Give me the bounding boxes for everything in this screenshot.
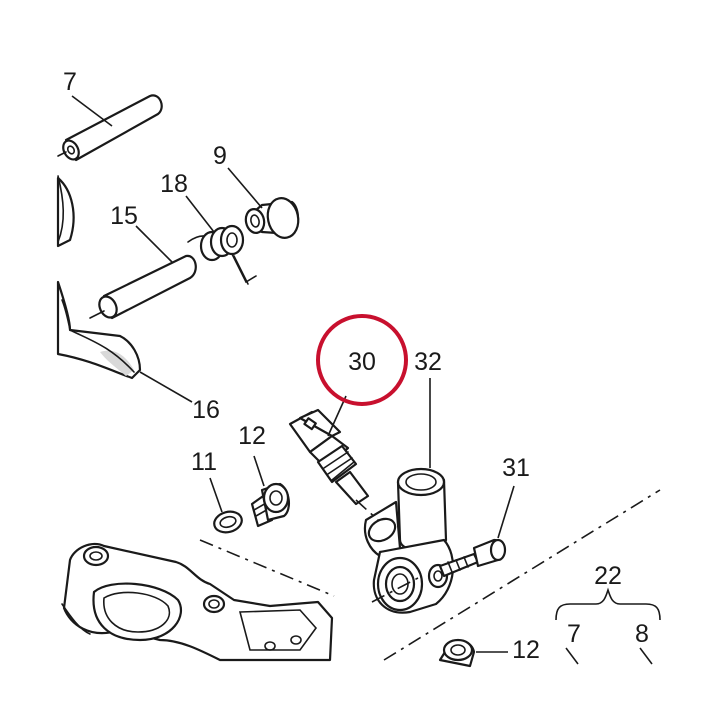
part-15-shaft <box>89 254 197 320</box>
part-11-oring <box>213 510 243 534</box>
callout-15: 15 <box>110 202 138 230</box>
callout-8: 8 <box>635 620 649 648</box>
callout-18: 18 <box>160 170 188 198</box>
part-30-sensor <box>288 408 370 506</box>
assembly-centerlines <box>199 489 661 661</box>
callout-30: 30 <box>348 348 376 376</box>
callout-7-lower: 7 <box>567 620 581 648</box>
callout-12-upper: 12 <box>238 422 266 450</box>
part-16-bracket <box>56 280 142 380</box>
cylinder-head-fragment <box>61 542 334 662</box>
callout-9: 9 <box>213 142 227 170</box>
part-9-bushing <box>244 197 300 239</box>
part-7-pin <box>57 94 163 162</box>
callout-16: 16 <box>192 396 220 424</box>
callout-32: 32 <box>414 348 442 376</box>
callout-11: 11 <box>191 448 217 476</box>
part-32-housing <box>363 467 455 614</box>
leader-lines <box>71 95 653 665</box>
callout-22: 22 <box>594 562 622 590</box>
brace-22 <box>555 587 661 621</box>
part-12-plug-lower <box>438 638 476 668</box>
callout-7: 7 <box>63 68 77 96</box>
part-18-spring <box>187 224 257 285</box>
highlight-circle-30 <box>316 314 408 406</box>
callout-12-lower: 12 <box>512 636 540 664</box>
part-12-plug-upper <box>250 482 290 528</box>
callout-31: 31 <box>502 454 530 482</box>
part-31-bolt <box>438 538 507 578</box>
housing-fragment-top <box>56 175 75 248</box>
